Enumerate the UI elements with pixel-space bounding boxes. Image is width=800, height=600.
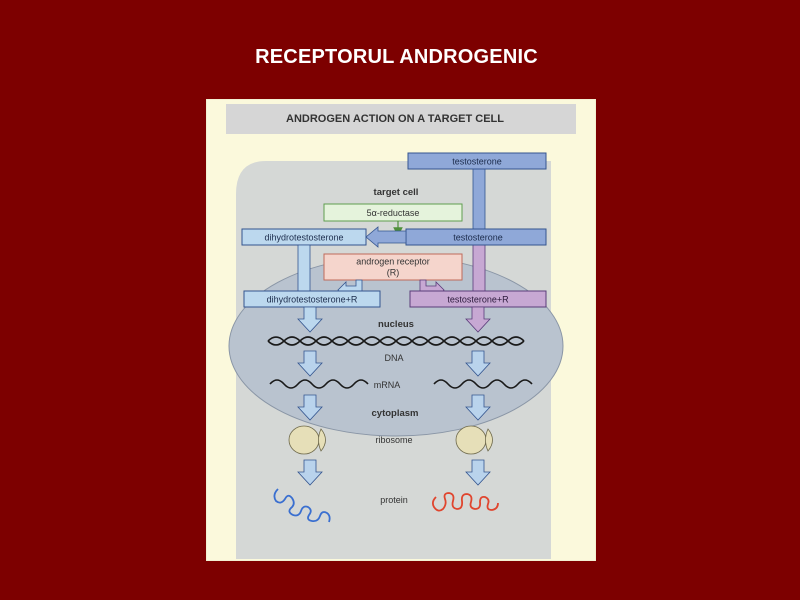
dna-strand-b <box>267 336 525 346</box>
receptor-box <box>323 253 463 281</box>
dna-to-mrna-arrow-right <box>465 350 491 377</box>
androgen-action-figure: ANDROGEN ACTION ON A TARGET CELL target … <box>206 99 596 561</box>
testosterone-outside-box <box>407 152 547 170</box>
reductase-label: 5α-reductase <box>367 208 420 218</box>
mrna-to-ribosome-arrow-left <box>297 394 323 421</box>
t-r-label: testosterone+R <box>447 295 509 305</box>
testosterone-to-receptor-arrow <box>472 244 486 292</box>
ribosome-label: ribosome <box>375 435 412 445</box>
figure-title: ANDROGEN ACTION ON A TARGET CELL <box>286 113 504 125</box>
mrna-left <box>269 379 369 389</box>
ribosome-to-protein-arrow-right <box>465 459 491 486</box>
t-r-to-dna-arrow <box>465 306 491 333</box>
conversion-arrow <box>365 226 407 248</box>
ribosome-to-protein-arrow-left <box>297 459 323 486</box>
ribosome-right <box>455 425 493 455</box>
receptor-label-line1: androgen receptor <box>356 257 430 267</box>
figure-title-band <box>226 104 576 134</box>
dht-r-label: dihydrotestosterone+R <box>267 295 358 305</box>
dna-to-mrna-arrow-left <box>297 350 323 377</box>
testosterone-outside-label: testosterone <box>452 157 502 167</box>
cytoplasm-label: cytoplasm <box>372 408 419 419</box>
testosterone-entry-arrow <box>472 167 486 235</box>
nucleus-label: nucleus <box>378 319 414 330</box>
protein-label: protein <box>380 495 408 505</box>
mrna-label: mRNA <box>374 380 401 390</box>
slide-title: RECEPTORUL ANDROGENIC <box>255 46 538 68</box>
dht-to-receptor-arrow <box>297 244 311 292</box>
dna-label: DNA <box>384 353 403 363</box>
protein-red <box>431 492 499 512</box>
dht-r-to-dna-arrow <box>297 306 323 333</box>
testosterone-inside-label: testosterone <box>453 233 503 243</box>
mrna-to-ribosome-arrow-right <box>465 394 491 421</box>
mrna-right <box>433 379 533 389</box>
protein-blue <box>273 488 331 523</box>
receptor-label-line2: (R) <box>387 268 400 278</box>
target-cell-label: target cell <box>374 187 419 198</box>
reductase-box <box>323 203 463 222</box>
dna-helix <box>267 336 525 346</box>
ribosome-left <box>288 425 326 455</box>
dht-label: dihydrotestosterone <box>264 233 343 243</box>
